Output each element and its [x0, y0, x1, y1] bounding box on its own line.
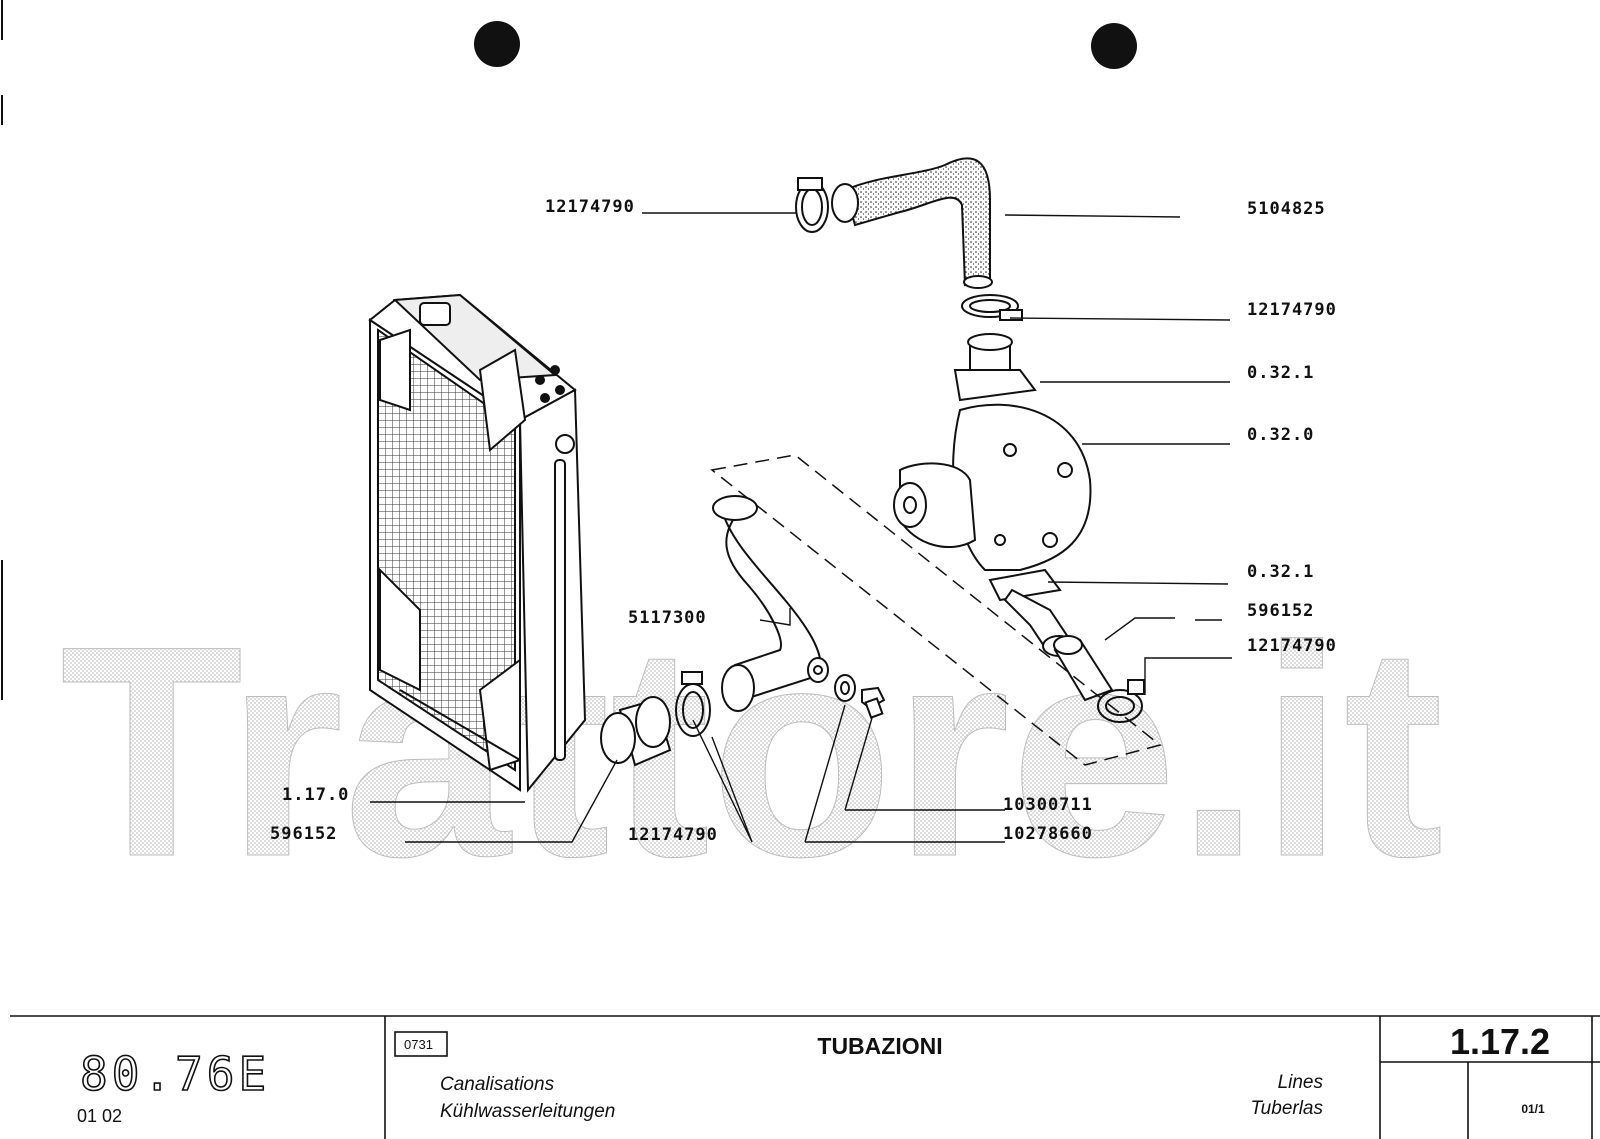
- label-screw: 10300711: [1003, 795, 1093, 815]
- sleeve-left-drawing: [600, 696, 672, 767]
- label-sleeve-right: 596152: [1247, 601, 1314, 621]
- sleeve-right-drawing: [1053, 635, 1114, 702]
- assembly-dashed-outline: [710, 454, 1162, 766]
- label-water-pump: 0.32.0: [1247, 425, 1314, 445]
- model-number: 80.76E: [80, 1047, 270, 1101]
- label-upper-hose: 5104825: [1247, 199, 1326, 219]
- binder-hole-left: [474, 21, 520, 67]
- label-hose-clamp-right: 12174790: [1247, 636, 1337, 656]
- hose-clamp-top-left-drawing: [795, 177, 829, 233]
- label-hose-clamp-top-left: 12174790: [545, 197, 635, 217]
- label-hose-clamp-bottom: 12174790: [628, 825, 718, 845]
- label-lower-hose: 5117300: [628, 608, 707, 628]
- label-gasket-top: 0.32.1: [1247, 363, 1314, 383]
- label-gasket-bottom: 0.32.1: [1247, 562, 1314, 582]
- hose-clamp-right-drawing: [1097, 679, 1145, 723]
- page-title: TUBAZIONI: [817, 1033, 942, 1059]
- sheet-number: 01/1: [1521, 1102, 1545, 1116]
- upper-hose-drawing: [831, 157, 993, 289]
- page-number: 1.17.2: [1450, 1021, 1550, 1062]
- label-radiator: 1.17.0: [282, 785, 349, 805]
- watermark-text: Trattore.it: [60, 583, 1444, 919]
- radiator-drawing: [368, 293, 587, 793]
- group-code: 0731: [404, 1037, 433, 1052]
- binder-hole-right: [1091, 23, 1137, 69]
- water-pump-drawing: [893, 333, 1092, 657]
- lower-hose-drawing: [712, 495, 829, 712]
- hose-clamp-top-right-drawing: [961, 294, 1023, 321]
- label-washer: 10278660: [1003, 824, 1093, 844]
- title-spanish: Tuberlas: [1250, 1098, 1323, 1119]
- screw-drawing: [861, 686, 886, 719]
- title-german: Kühlwasserleitungen: [440, 1101, 615, 1122]
- title-french: Canalisations: [440, 1074, 555, 1095]
- title-block: [10, 1015, 1600, 1139]
- leader-lines: [370, 212, 1232, 843]
- model-sub: 01 02: [77, 1106, 122, 1126]
- label-sleeve-left: 596152: [270, 824, 337, 844]
- washer-drawing: [834, 674, 856, 702]
- label-hose-clamp-top-right: 12174790: [1247, 300, 1337, 320]
- title-english: Lines: [1278, 1072, 1324, 1093]
- hose-clamp-bottom-drawing: [675, 671, 711, 737]
